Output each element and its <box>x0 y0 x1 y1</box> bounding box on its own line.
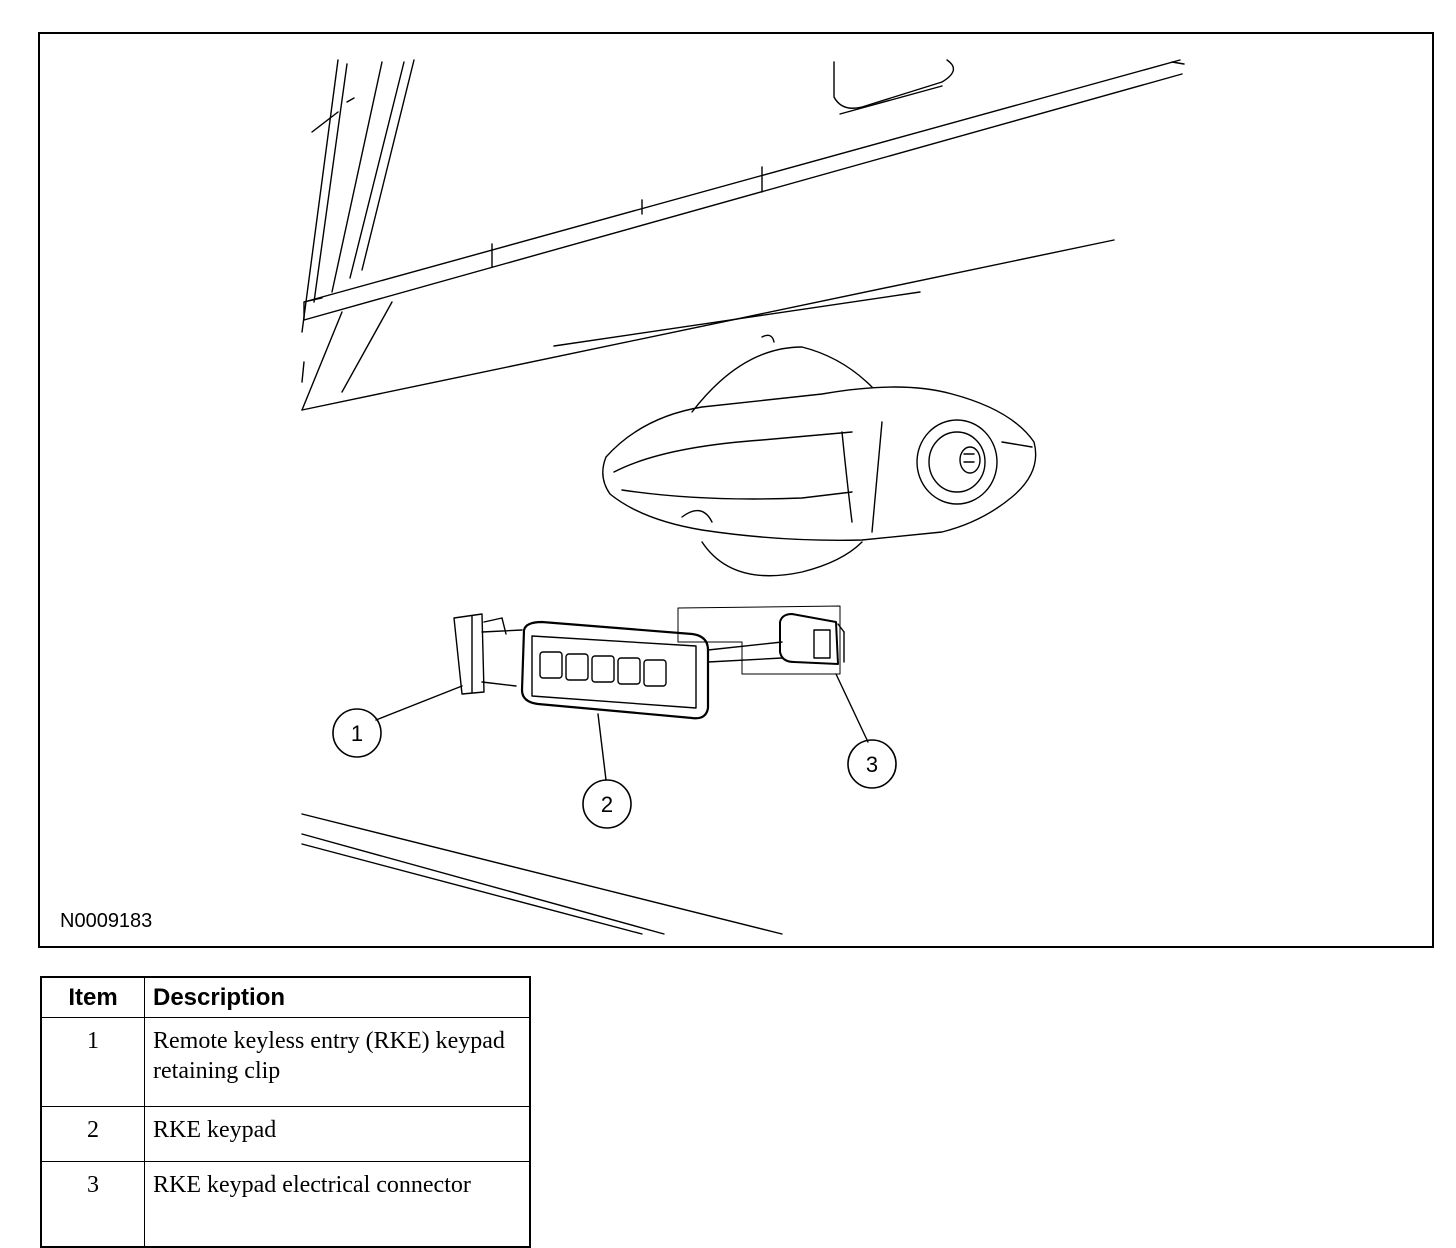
rke-keypad <box>520 620 783 720</box>
row-description: RKE keypad <box>144 1105 531 1162</box>
illustration-frame: 1 2 3 N0009183 <box>38 32 1434 948</box>
row-item-number: 1 <box>40 1016 145 1107</box>
row-item-number: 3 <box>40 1160 145 1247</box>
door-keypad-illustration: 1 2 3 <box>301 59 1185 935</box>
header-item: Item <box>40 976 145 1018</box>
callout-1: 1 <box>332 708 382 758</box>
table-row: 2 RKE keypad <box>40 1105 531 1162</box>
door-panel <box>301 239 1115 935</box>
callout-1-label: 1 <box>351 721 363 746</box>
callout-3: 3 <box>847 739 897 789</box>
legend-header-row: Item Description <box>40 976 531 1018</box>
row-item-number: 2 <box>40 1105 145 1162</box>
legend-table: Item Description 1 Remote keyless entry … <box>40 976 531 1248</box>
table-row: 3 RKE keypad electrical connector <box>40 1160 531 1247</box>
header-description: Description <box>144 976 531 1018</box>
callout-2: 2 <box>582 779 632 829</box>
window-frame <box>301 59 1183 333</box>
electrical-connector <box>677 605 845 675</box>
leader-lines <box>375 673 869 781</box>
table-row: 1 Remote keyless entry (RKE) keypad reta… <box>40 1016 531 1107</box>
door-handle <box>602 334 1037 577</box>
figure-id: N0009183 <box>60 910 153 932</box>
row-description: Remote keyless entry (RKE) keypad retain… <box>144 1016 531 1107</box>
callout-3-label: 3 <box>866 752 878 777</box>
row-description: RKE keypad electrical connector <box>144 1160 531 1247</box>
callout-2-label: 2 <box>601 792 613 817</box>
retaining-clip <box>453 613 523 695</box>
belt-moulding <box>833 59 1185 115</box>
